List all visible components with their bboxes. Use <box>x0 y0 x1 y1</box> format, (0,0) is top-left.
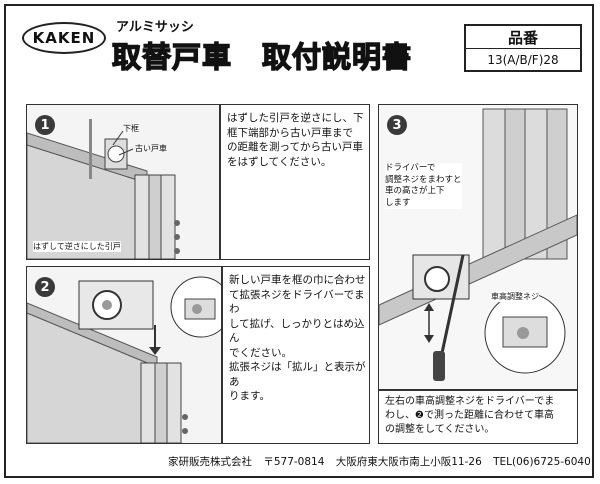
step-2-illustration <box>27 267 221 443</box>
step-2-number: 2 <box>35 277 55 297</box>
step-1-label-inverted-door: はずして逆さにした引戸 <box>33 241 121 252</box>
step-3-label-driver-note: ドライバーで 調整ネジをまわすと 車の高さが上下 します <box>385 163 462 209</box>
part-number-label: 品番 <box>466 26 580 49</box>
step-3-divider <box>379 389 577 391</box>
step-2-panel: 2 新しい戸車を框の巾に合わせ て拡張ネジをドライバーでまわ して拡げ、しっかり… <box>26 266 370 444</box>
step-1-divider <box>219 105 221 259</box>
step-1-illustration <box>27 105 219 259</box>
footer-contact: 家研販売株式会社 〒577-0814 大阪府東大阪市南上小阪11-26 TEL(… <box>168 454 599 469</box>
step-1-panel: 1 下框 古い戸車 はずして逆さにした引戸 はずした引戸を逆さにし、下 框下端部… <box>26 104 370 260</box>
step-3-text: 左右の車高調整ネジをドライバーでま わし、❷で測った距離に合わせて車高 の調整を… <box>385 396 555 435</box>
step-2-text: 新しい戸車を框の巾に合わせ て拡張ネジをドライバーでまわ して拡げ、しっかりとは… <box>229 274 366 402</box>
part-number: 13(A/B/F)28 <box>487 53 559 67</box>
kaken-logo: KAKEN <box>22 22 106 54</box>
address: 大阪府東大阪市南上小阪11-26 <box>335 456 482 468</box>
step-1-label-bottom-rail: 下框 <box>123 124 139 133</box>
step-2-divider <box>221 267 223 443</box>
step-3-label-height-screw: 車高調整ネジ <box>491 291 539 302</box>
product-series: アルミサッシ <box>116 20 194 35</box>
step-3-number: 3 <box>387 115 407 135</box>
company-name: 家研販売株式会社 <box>168 456 252 468</box>
step-3-illustration <box>379 105 577 389</box>
step-1-number: 1 <box>35 115 55 135</box>
postal-code: 〒577-0814 <box>263 456 325 468</box>
step-3-panel: 3 ドライバーで 調整ネジをまわすと 車の高さが上下 します 車高調整ネジ 左右… <box>378 104 578 444</box>
telephone: TEL(06)6725-6040 <box>493 456 591 468</box>
page-title: 取替戸車 取付説明書 <box>111 39 413 74</box>
part-number-box: 品番 13(A/B/F)28 <box>464 24 582 72</box>
step-1-text: はずした引戸を逆さにし、下 框下端部から古い戸車まで の距離を測ってから古い戸車… <box>227 112 364 168</box>
step-1-label-old-roller: 古い戸車 <box>135 144 167 153</box>
